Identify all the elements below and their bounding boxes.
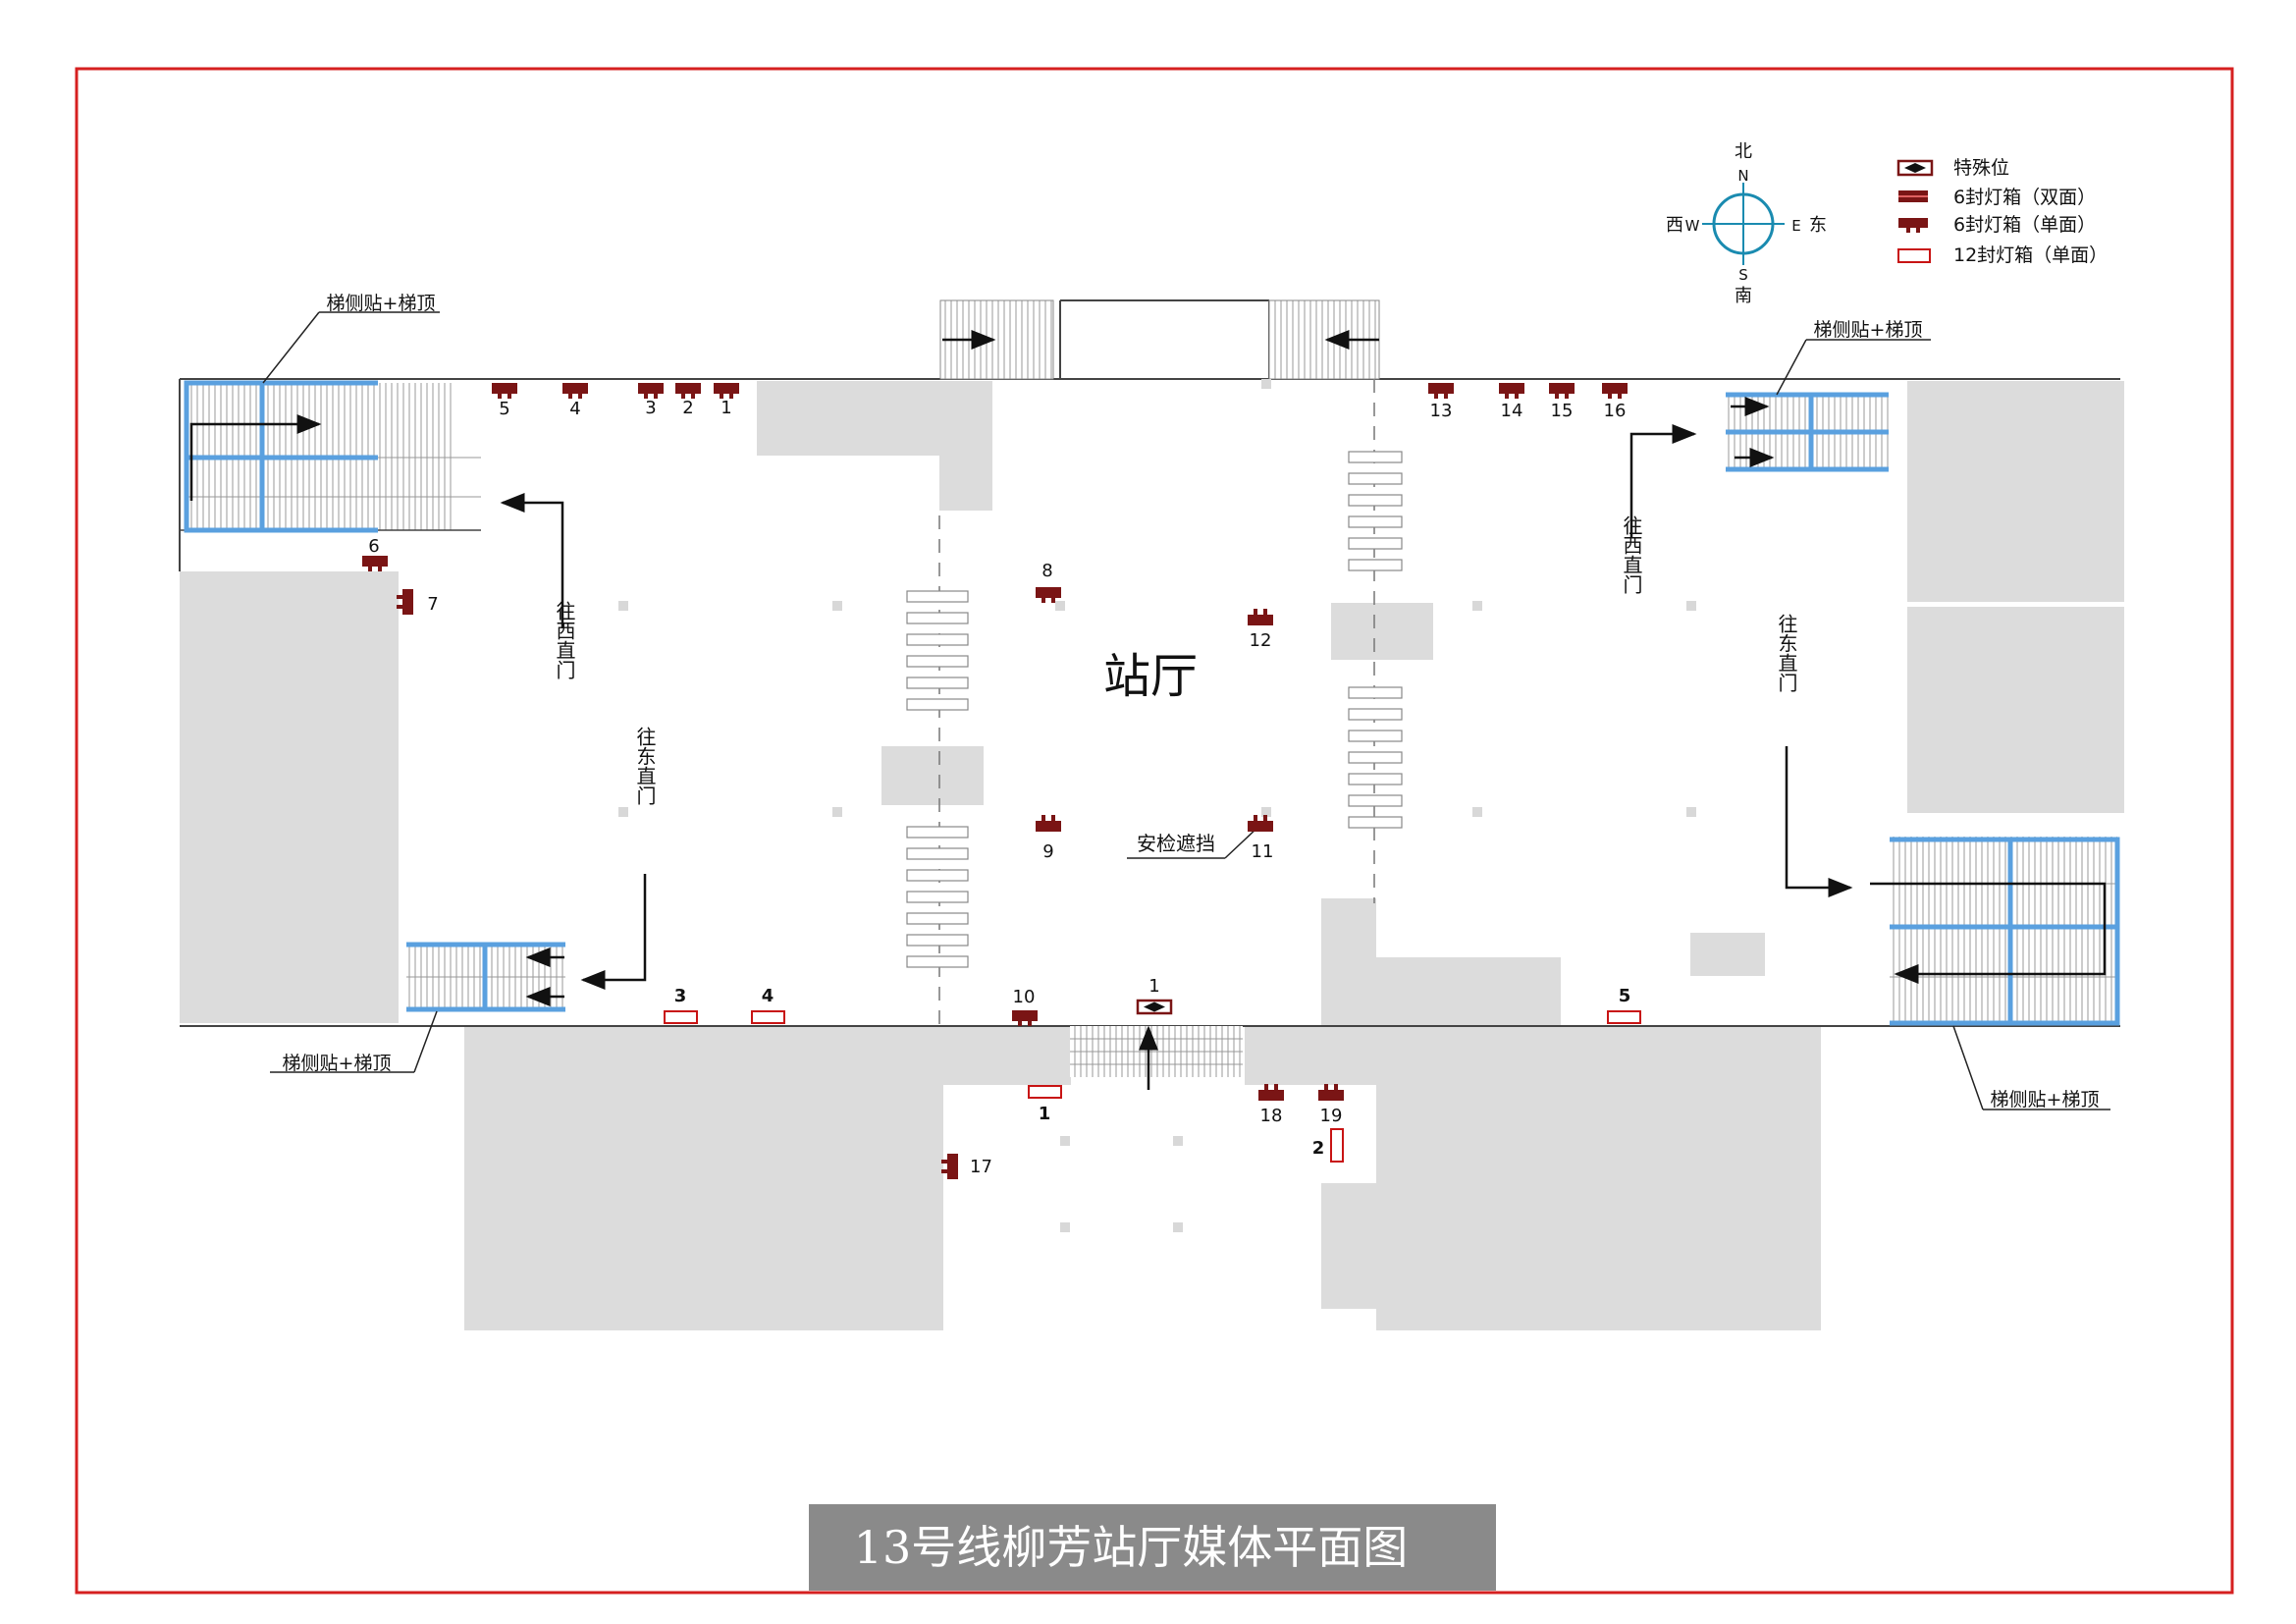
lightbox-6-label-15: 15 xyxy=(1551,401,1574,421)
compass-south-cn: 南 xyxy=(1735,286,1752,306)
lightbox-6-n19 xyxy=(1318,1084,1344,1101)
lightbox-6-label-11: 11 xyxy=(1252,841,1274,862)
hall-label: 站厅 xyxy=(1103,649,1198,704)
lightbox-12-n4 xyxy=(751,1010,785,1024)
lightbox-12-label-1: 1 xyxy=(1039,1104,1051,1124)
direction-to-dongzhimen-left: 往东直门 xyxy=(633,727,657,805)
compass-west-en: W xyxy=(1685,217,1700,235)
lightbox-6-label-3: 3 xyxy=(645,398,656,418)
lightbox-6-label-7: 7 xyxy=(427,594,438,615)
direction-to-dongzhimen-right: 往东直门 xyxy=(1775,614,1798,692)
callout-ne: 梯侧贴+梯顶 xyxy=(1814,319,1923,341)
direction-to-xizhimen-right: 往西直门 xyxy=(1620,515,1643,594)
special-position-icon xyxy=(1896,159,1934,177)
lightbox-6-label-5: 5 xyxy=(499,399,509,419)
legend-icons xyxy=(1896,159,1934,263)
lightbox-6-n17 xyxy=(941,1154,958,1179)
lightbox-6-label-4: 4 xyxy=(569,399,580,419)
lightboxes-6 xyxy=(362,383,1628,1179)
callout-sw: 梯侧贴+梯顶 xyxy=(283,1053,392,1074)
callout-se: 梯侧贴+梯顶 xyxy=(1991,1089,2100,1110)
escalator-nw xyxy=(180,380,481,533)
compass-east-en: E xyxy=(1791,217,1800,235)
lightbox-6-label-18: 18 xyxy=(1260,1106,1283,1126)
legend-label-special: 特殊位 xyxy=(1953,157,2009,179)
lightbox-12-n1 xyxy=(1028,1085,1062,1099)
security-label: 安检遮挡 xyxy=(1137,832,1215,855)
title-banner: 13号线柳芳站厅媒体平面图 xyxy=(809,1504,1496,1591)
lightbox-6-n3 xyxy=(638,383,664,399)
lightbox-12-n3 xyxy=(664,1010,698,1024)
lightbox-6-n9 xyxy=(1036,815,1061,832)
special-position-label: 1 xyxy=(1148,976,1159,997)
compass xyxy=(1702,183,1785,265)
lightbox-6-n11 xyxy=(1248,815,1273,832)
lightbox-6-label-17: 17 xyxy=(970,1157,992,1177)
page-frame xyxy=(75,67,2234,1595)
callout-nw: 梯侧贴+梯顶 xyxy=(327,293,436,314)
lightbox-6-label-16: 16 xyxy=(1604,401,1627,421)
north-entrance-stairs xyxy=(939,299,1380,380)
lightbox-12-label-5: 5 xyxy=(1619,986,1631,1006)
lightbox-6-label-10: 10 xyxy=(1013,987,1036,1007)
lightbox-6-label-6: 6 xyxy=(368,536,379,557)
legend-label-12-single: 12封灯箱（单面） xyxy=(1953,244,2108,266)
compass-west-cn: 西 xyxy=(1666,215,1683,236)
direction-arrows xyxy=(500,424,1853,990)
page-title: 13号线柳芳站厅媒体平面图 xyxy=(854,1521,1409,1574)
lightbox-12-label-4: 4 xyxy=(762,986,774,1006)
lightbox-12-label-2: 2 xyxy=(1312,1138,1325,1159)
lightbox-6-label-13: 13 xyxy=(1430,401,1453,421)
lightbox-6-label-9: 9 xyxy=(1042,841,1053,862)
lightbox-12-label-3: 3 xyxy=(674,986,687,1006)
lightbox-6-n6 xyxy=(362,556,388,571)
lightbox-6-single-icon xyxy=(1898,218,1928,233)
lightbox-6-label-1: 1 xyxy=(721,398,731,418)
structural-blocks xyxy=(180,381,2124,1330)
lightbox-6-n10 xyxy=(1012,1010,1038,1026)
lightbox-12-n2 xyxy=(1330,1128,1344,1163)
columns xyxy=(618,379,1696,1232)
lightbox-6-label-2: 2 xyxy=(682,398,693,418)
lightbox-6-n18 xyxy=(1258,1084,1284,1101)
lightbox-6-n7 xyxy=(397,589,413,615)
lightbox-6-n2 xyxy=(675,383,701,399)
lightbox-6-n16 xyxy=(1602,383,1628,399)
ticket-gates xyxy=(906,451,1403,968)
lightbox-6-n1 xyxy=(714,383,739,399)
escalator-ne xyxy=(1726,392,1889,472)
lightbox-6-n5 xyxy=(492,383,517,399)
legend-label-6-double: 6封灯箱（双面） xyxy=(1953,187,2096,208)
lightbox-6-n8 xyxy=(1036,587,1061,603)
lightbox-6-label-14: 14 xyxy=(1501,401,1523,421)
map-labels: 北 N S 南 西 W E 东 特殊位 6封灯箱（双面） 6封灯箱（单面） 12… xyxy=(283,141,2109,1177)
lightbox-6-label-19: 19 xyxy=(1320,1106,1343,1126)
lightbox-6-label-12: 12 xyxy=(1250,630,1272,651)
lightbox-6-n15 xyxy=(1549,383,1575,399)
lightbox-6-n13 xyxy=(1428,383,1454,399)
special-position-1 xyxy=(1136,999,1173,1015)
lightbox-6-double-icon xyxy=(1898,190,1928,202)
direction-to-xizhimen-left: 往西直门 xyxy=(553,601,576,679)
lightbox-6-label-8: 8 xyxy=(1041,561,1052,581)
lightbox-12-n5 xyxy=(1607,1010,1641,1024)
compass-north-en: N xyxy=(1737,167,1748,185)
compass-north-cn: 北 xyxy=(1735,141,1752,162)
lightboxes-12 xyxy=(664,1010,1641,1163)
escalator-se xyxy=(1870,837,2120,1026)
compass-east-cn: 东 xyxy=(1809,215,1827,236)
south-entrance xyxy=(1070,1025,1243,1090)
lightbox-6-n12 xyxy=(1248,609,1273,625)
callout-lines xyxy=(262,311,2110,1110)
lightbox-12-single-icon xyxy=(1897,248,1931,263)
compass-south-en: S xyxy=(1738,266,1748,284)
lightbox-6-n4 xyxy=(562,383,588,399)
lightbox-6-n14 xyxy=(1499,383,1524,399)
escalator-sw xyxy=(406,942,565,1012)
legend-label-6-single: 6封灯箱（单面） xyxy=(1953,214,2096,236)
